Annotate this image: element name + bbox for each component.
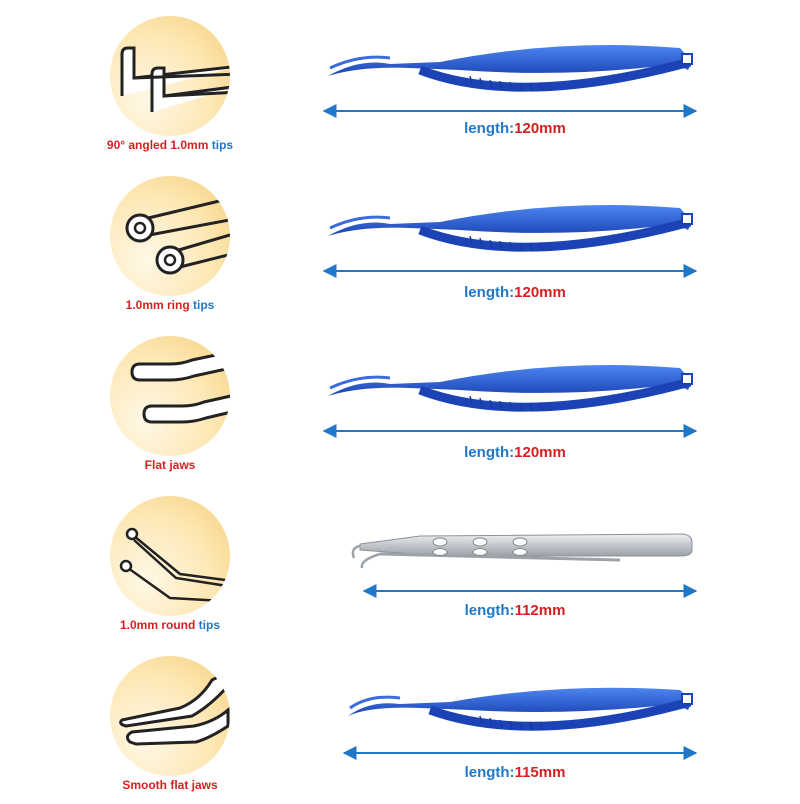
tip-label: Flat jaws bbox=[144, 458, 196, 472]
product-row: 1.0mm round tips length:112mm bbox=[0, 484, 800, 644]
tip-label: 1.0mm round tips bbox=[119, 618, 221, 632]
product-row: Flat jaws length:120mm bbox=[0, 324, 800, 484]
length-arrow bbox=[342, 746, 698, 760]
length-arrow bbox=[322, 104, 698, 118]
length-arrow bbox=[322, 424, 698, 438]
flat-jaw-icon bbox=[110, 336, 230, 456]
angled-tip-icon bbox=[110, 16, 230, 136]
scissors-icon bbox=[328, 365, 693, 412]
forceps-icon bbox=[351, 533, 693, 569]
scissors-icon bbox=[348, 687, 693, 731]
length-arrow bbox=[362, 584, 698, 598]
ring-tip-icon bbox=[110, 176, 230, 296]
length-arrow bbox=[322, 264, 698, 278]
scissors-icon bbox=[328, 205, 693, 252]
length-label: length:112mm bbox=[464, 602, 566, 619]
smooth-flat-jaw-icon bbox=[110, 656, 230, 776]
tip-label: 90° angled 1.0mm tips bbox=[106, 138, 234, 152]
length-label: length:115mm bbox=[464, 764, 566, 781]
round-tip-icon bbox=[110, 496, 230, 616]
scissors-icon bbox=[328, 45, 693, 92]
product-row: 90° angled 1.0mm tips length:120mm bbox=[0, 4, 800, 164]
length-label: length:120mm bbox=[464, 120, 566, 137]
product-row: 1.0mm ring tips length:120mm bbox=[0, 164, 800, 324]
length-label: length:120mm bbox=[464, 444, 566, 461]
product-row: Smooth flat jaws length:115mm bbox=[0, 644, 800, 804]
tip-label: 1.0mm ring tips bbox=[125, 298, 215, 312]
tip-label: Smooth flat jaws bbox=[122, 778, 218, 792]
length-label: length:120mm bbox=[464, 284, 566, 301]
